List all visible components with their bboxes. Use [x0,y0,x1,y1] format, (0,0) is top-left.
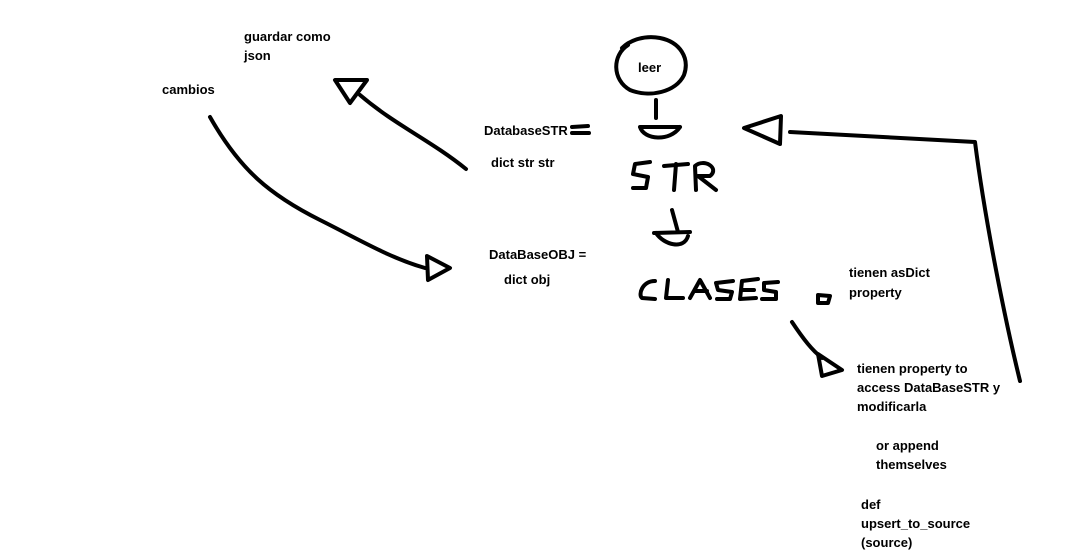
append-label-line2: themselves [876,457,947,472]
arrow-head-guardar [333,78,369,105]
append-label-line1: or append [876,438,939,453]
asdict-label-line1: tienen asDict [849,265,930,280]
arrow-clases-to-asdict [816,293,832,305]
guardar-label-line2: json [244,48,271,63]
arrow-head-feedback [742,114,783,146]
arrow-leer-to-str [638,98,682,140]
database-str-label: DatabaseSTR [484,123,568,138]
arrow-feedback-to-str [788,130,1022,383]
arrow-head-access [816,352,844,378]
database-obj-label: DataBaseOBJ = [489,247,587,262]
leer-circle [614,35,688,96]
clases-handwritten [638,277,780,301]
arrow-to-guardar [358,93,468,171]
cambios-label: cambios [162,82,215,97]
leer-label: leer [638,60,662,75]
asdict-label-line2: property [849,285,902,300]
def-label-line1: def [861,497,881,512]
arrow-str-to-clases [652,208,692,247]
str-handwritten [631,160,718,192]
guardar-label-line1: guardar como [244,29,331,44]
access-label-line1: tienen property to [857,361,968,376]
arrow-cambios-to-databaseobj [208,115,427,270]
access-label-line2: access DataBaseSTR y [857,380,1001,395]
def-label-line2: upsert_to_source [861,516,971,531]
access-label-line3: modificarla [857,399,927,414]
dict-str-str-label: dict str str [491,155,555,170]
arrow-head-databaseobj [425,254,452,282]
equals-sign [570,124,591,135]
def-label-line3: (source) [861,535,913,550]
dict-obj-label: dict obj [504,272,551,287]
